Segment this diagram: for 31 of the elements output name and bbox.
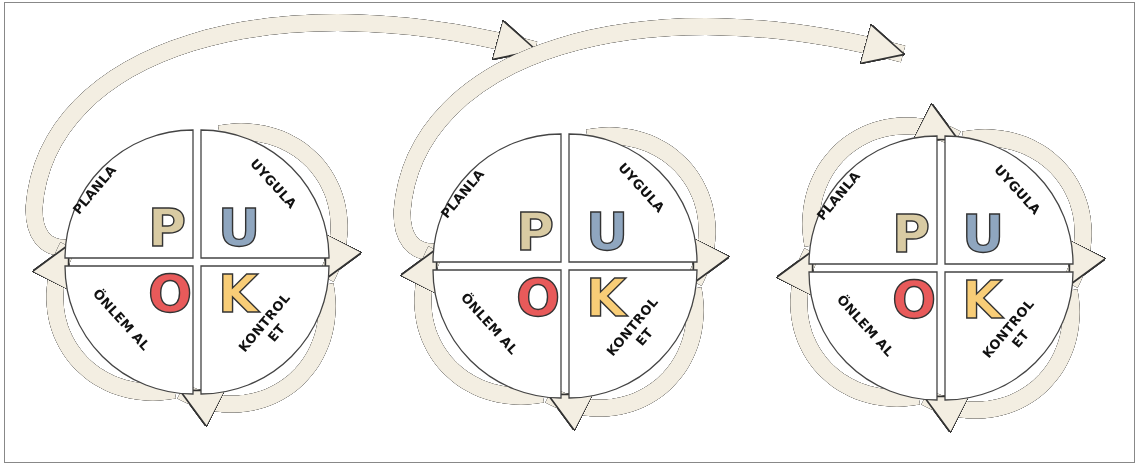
quadrant-segment (433, 134, 561, 262)
quadrant-segment (945, 136, 1073, 264)
curved-arrow (545, 285, 704, 432)
curved-arrow (393, 18, 906, 261)
step-letter: P (148, 202, 187, 254)
quadrant-segment (201, 130, 329, 258)
step-letter: U (586, 206, 629, 258)
curved-arrow (960, 129, 1107, 288)
quadrant-segment (945, 272, 1073, 400)
curved-arrow (921, 287, 1080, 434)
quadrant-segment (65, 130, 193, 258)
quadrant-segment (569, 134, 697, 262)
curved-arrow (584, 127, 731, 286)
step-letter: U (218, 202, 261, 254)
step-letter: O (148, 268, 193, 320)
curved-arrow (177, 281, 336, 428)
step-letter: O (516, 272, 561, 324)
quadrant-segment (809, 136, 937, 264)
step-letter: P (516, 206, 555, 258)
curved-arrow (25, 14, 538, 257)
step-letter: P (892, 208, 931, 260)
quadrant-segment (809, 272, 937, 400)
curved-arrow (802, 102, 961, 249)
step-letter: U (962, 208, 1005, 260)
quadrant-segment (65, 266, 193, 394)
quadrant-segment (201, 266, 329, 394)
step-letter: O (892, 274, 937, 326)
quadrant-segment (433, 270, 561, 398)
curved-arrow (775, 248, 922, 407)
curved-arrow (216, 123, 363, 282)
quadrant-segment (569, 270, 697, 398)
